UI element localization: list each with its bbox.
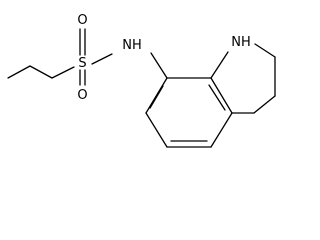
- bond-nh-c8: [150, 52, 168, 79]
- bond-propyl-c2-c3: [29, 65, 53, 79]
- atom-label-nh-ring: NH: [231, 35, 251, 50]
- bond-propyl-c3-s: [51, 66, 75, 79]
- chemical-structure-diagram: S O O NH NH: [7, 13, 276, 148]
- bond-n1-c2: [254, 43, 276, 58]
- structure-canvas: S O O NH NH: [7, 13, 276, 148]
- atom-label-nh-sulfonamide: NH: [122, 38, 142, 53]
- bond-c4a-c8a-inner: [208, 84, 226, 111]
- bond-c4a-c8a: [210, 77, 233, 114]
- bond-c8-c7: [145, 77, 168, 114]
- bond-c5-c4a: [210, 112, 233, 148]
- bond-c3-c4: [253, 95, 276, 114]
- bond-c8-c7-inner: [149, 85, 164, 109]
- atom-label-s: S: [78, 56, 86, 71]
- bond-s-nh: [91, 53, 113, 65]
- atom-label-o-bottom: O: [77, 88, 87, 103]
- bond-c8a-n1: [210, 51, 229, 79]
- atom-label-o-top: O: [77, 13, 87, 28]
- bond-c7-c6: [145, 112, 168, 148]
- bond-propyl-c1-c2: [7, 65, 31, 79]
